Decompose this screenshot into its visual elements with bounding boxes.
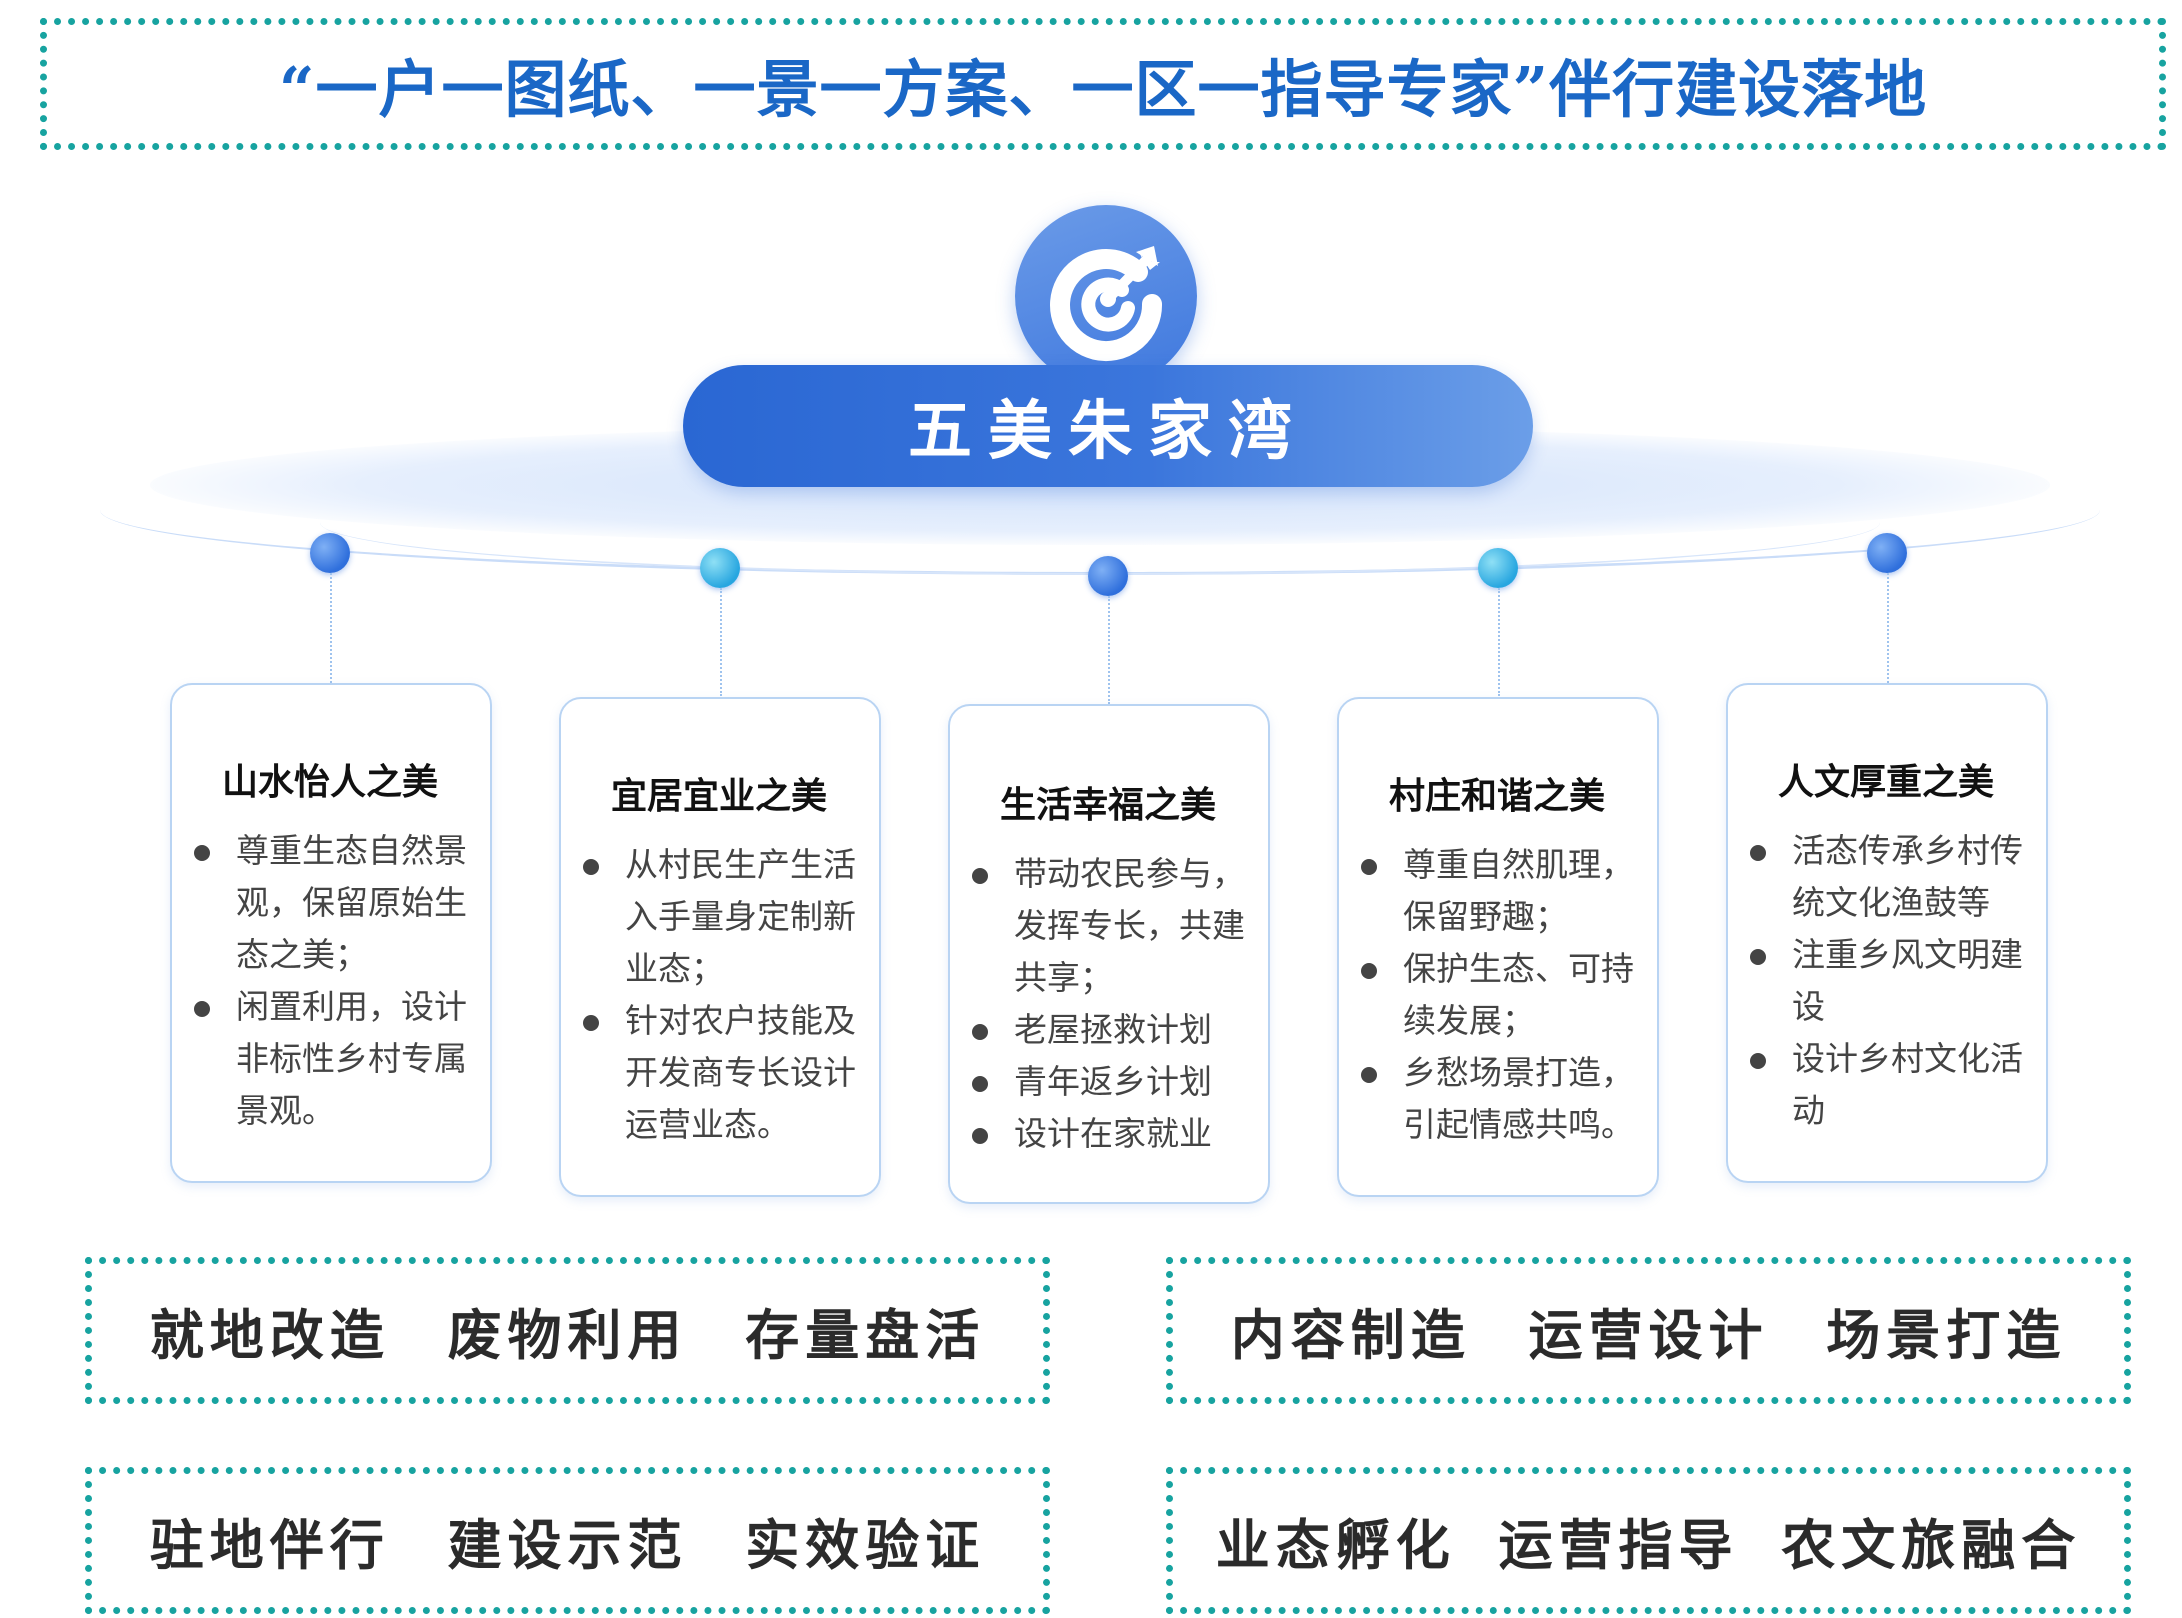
card-item: 注重乡风文明建设	[1746, 929, 2026, 1033]
card-item: 尊重自然肌理，保留野趣；	[1357, 839, 1637, 943]
card-item: 老屋拯救计划	[968, 1004, 1248, 1056]
page-title: “一户一图纸、一景一方案、一区一指导专家”伴行建设落地	[278, 53, 1928, 126]
card-item: 带动农民参与，发挥专长，共建共享；	[968, 848, 1248, 1004]
connector-dot	[1088, 556, 1128, 596]
phrase: 实效验证	[745, 1513, 986, 1577]
phrase: 农文旅融合	[1781, 1513, 2082, 1577]
hub-title-pill: 五美朱家湾	[683, 365, 1533, 487]
phrase: 内容制造	[1230, 1303, 1471, 1367]
phrase: 业态孵化	[1215, 1513, 1456, 1577]
card-title: 山水怡人之美	[221, 762, 438, 803]
phrase: 运营设计	[1528, 1303, 1769, 1367]
phrase: 驻地伴行	[149, 1513, 390, 1577]
connector-line	[330, 573, 332, 683]
card-title: 村庄和谐之美	[1388, 776, 1605, 817]
card-item: 闲置利用，设计非标性乡村专属景观。	[190, 981, 470, 1137]
phrase: 废物利用	[447, 1303, 688, 1367]
phrase: 就地改造	[149, 1303, 390, 1367]
phrase: 存量盘活	[745, 1303, 986, 1367]
hub-title: 五美朱家湾	[908, 394, 1308, 469]
card-item: 设计在家就业	[968, 1108, 1248, 1160]
connector-dot	[700, 548, 740, 588]
card-item: 保护生态、可持续发展；	[1357, 943, 1637, 1047]
phrase-box-construction: 就地改造 废物利用 存量盘活	[85, 1257, 1050, 1404]
phrase: 运营指导	[1498, 1513, 1739, 1577]
connector-dot	[1867, 533, 1907, 573]
card-landscape: 山水怡人之美 尊重生态自然景观，保留原始生态之美； 闲置利用，设计非标性乡村专属…	[170, 683, 492, 1183]
card-harmony: 村庄和谐之美 尊重自然肌理，保留野趣； 保护生态、可持续发展； 乡愁场景打造，引…	[1337, 697, 1659, 1197]
card-livable: 宜居宜业之美 从村民生产生活入手量身定制新业态； 针对农户技能及开发商专长设计运…	[559, 697, 881, 1197]
target-arrow-icon	[1050, 246, 1163, 362]
card-item: 针对农户技能及开发商专长设计运营业态。	[579, 995, 859, 1151]
phrase: 建设示范	[447, 1513, 688, 1577]
connector-line	[1887, 573, 1889, 683]
card-item: 设计乡村文化活动	[1746, 1033, 2026, 1137]
card-happiness: 生活幸福之美 带动农民参与，发挥专长，共建共享； 老屋拯救计划 青年返乡计划 设…	[948, 704, 1270, 1204]
card-culture: 人文厚重之美 活态传承乡村传统文化渔鼓等 注重乡风文明建设 设计乡村文化活动	[1726, 683, 2048, 1183]
phrase-box-incubation: 业态孵化 运营指导 农文旅融合	[1166, 1467, 2131, 1614]
connector-line	[720, 588, 722, 696]
card-item: 尊重生态自然景观，保留原始生态之美；	[190, 825, 470, 981]
card-title: 宜居宜业之美	[610, 776, 827, 817]
connector-line	[1498, 588, 1500, 696]
card-title: 人文厚重之美	[1777, 762, 1994, 803]
connector-dot	[310, 533, 350, 573]
card-item: 乡愁场景打造，引起情感共鸣。	[1357, 1047, 1637, 1151]
card-title: 生活幸福之美	[999, 785, 1216, 826]
phrase-box-operation: 内容制造 运营设计 场景打造	[1166, 1257, 2131, 1404]
card-item: 青年返乡计划	[968, 1056, 1248, 1108]
phrase-box-demonstration: 驻地伴行 建设示范 实效验证	[85, 1467, 1050, 1614]
card-item: 活态传承乡村传统文化渔鼓等	[1746, 825, 2026, 929]
connector-dot	[1478, 548, 1518, 588]
connector-line	[1108, 596, 1110, 704]
card-item: 从村民生产生活入手量身定制新业态；	[579, 839, 859, 995]
header-banner: “一户一图纸、一景一方案、一区一指导专家”伴行建设落地	[40, 18, 2166, 150]
phrase: 场景打造	[1826, 1303, 2067, 1367]
